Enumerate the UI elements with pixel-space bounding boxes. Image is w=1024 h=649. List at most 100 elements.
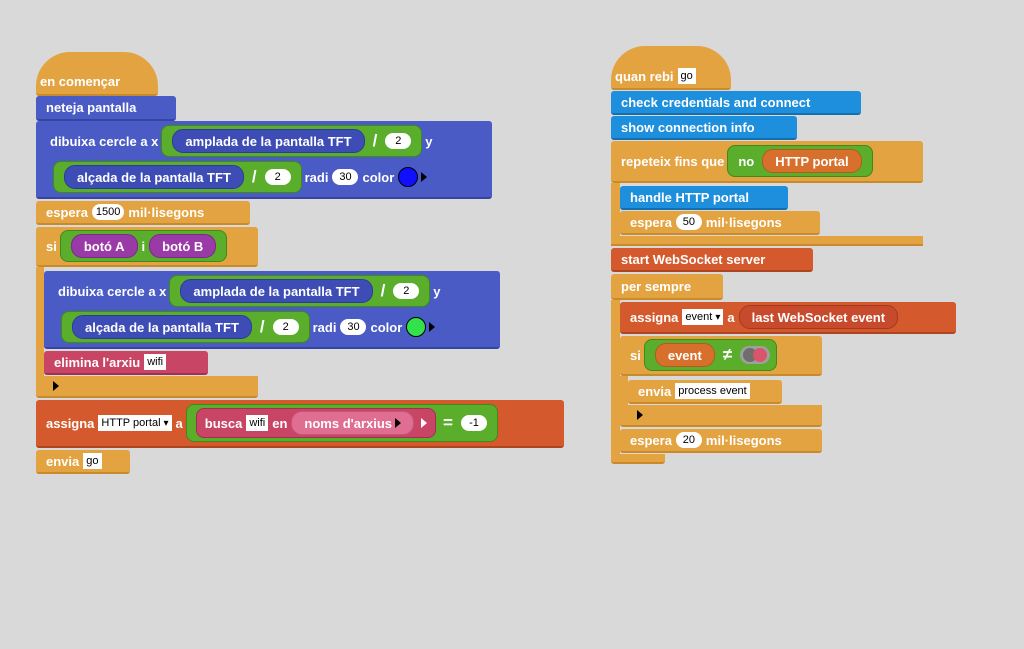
http-portal-variable[interactable]: HTTP portal xyxy=(762,149,862,173)
draw-circle-block-1[interactable]: dibuixa cercle a x amplada de la pantall… xyxy=(36,121,492,199)
divide-operator-x[interactable]: amplada de la pantalla TFT / 2 xyxy=(161,125,423,157)
clear-screen-block[interactable]: neteja pantalla xyxy=(36,96,176,121)
when-started-hat-block[interactable]: en començar xyxy=(36,52,158,96)
expand-arrow-icon[interactable] xyxy=(429,322,436,332)
compare-value-input[interactable]: -1 xyxy=(460,415,487,431)
divide-operator-y[interactable]: alçada de la pantalla TFT / 2 xyxy=(53,161,302,193)
equals-operator[interactable]: busca wifi en noms d'arxius = -1 xyxy=(185,404,498,442)
event-variable[interactable]: event xyxy=(654,343,715,367)
wait-input[interactable]: 20 xyxy=(675,432,702,448)
message-input[interactable]: go xyxy=(677,68,696,84)
if-event-block[interactable]: si event ≠ xyxy=(620,336,822,376)
wait-label: espera xyxy=(630,214,672,230)
if-event-bottom xyxy=(620,405,822,427)
message-input[interactable]: process event xyxy=(675,383,750,399)
tft-width-reporter[interactable]: amplada de la pantalla TFT xyxy=(172,129,365,153)
divide-sign: / xyxy=(251,167,257,186)
divide-operator-x[interactable]: amplada de la pantalla TFT / 2 xyxy=(169,275,431,307)
radius-input[interactable]: 30 xyxy=(332,169,359,185)
repeat-arm xyxy=(611,183,620,241)
tft-width-reporter[interactable]: amplada de la pantalla TFT xyxy=(180,279,373,303)
tft-height-reporter[interactable]: alçada de la pantalla TFT xyxy=(64,165,244,189)
wait-input[interactable]: 1500 xyxy=(91,204,125,220)
check-credentials-block[interactable]: check credentials and connect xyxy=(611,91,861,115)
divisor-input[interactable]: 2 xyxy=(393,283,420,299)
show-connection-info-block[interactable]: show connection info xyxy=(611,116,797,140)
start-websocket-block[interactable]: start WebSocket server xyxy=(611,248,813,272)
wait-unit: mil·lisegons xyxy=(705,214,782,230)
wait-block-2[interactable]: espera 20 mil·lisegons xyxy=(620,429,822,453)
file-names-reporter[interactable]: noms d'arxius xyxy=(291,411,415,435)
not-operator[interactable]: no HTTP portal xyxy=(727,145,873,177)
draw-circle-label: dibuixa cercle a x xyxy=(50,133,159,149)
if-label: si xyxy=(630,347,641,363)
color-swatch[interactable] xyxy=(398,167,419,187)
forever-label: per sempre xyxy=(621,278,692,294)
y-label: y xyxy=(433,283,441,299)
variable-dropdown[interactable]: HTTP portal xyxy=(98,415,172,431)
broadcast-process-event-block[interactable]: envia process event xyxy=(628,380,782,404)
and-operator[interactable]: botó A i botó B xyxy=(59,230,228,262)
expand-arrow-icon[interactable] xyxy=(421,418,428,428)
broadcast-block[interactable]: envia go xyxy=(36,450,130,474)
delete-file-label: elimina l'arxiu xyxy=(54,354,141,370)
assign-variable-block[interactable]: assigna HTTP portal a busca wifi en noms… xyxy=(36,400,564,448)
wait-input[interactable]: 50 xyxy=(675,214,702,230)
assign-event-block[interactable]: assigna event a last WebSocket event xyxy=(620,302,956,334)
wait-block-1[interactable]: espera 50 mil·lisegons xyxy=(620,211,820,235)
color-swatch[interactable] xyxy=(406,317,427,337)
repeat-bottom xyxy=(611,236,923,246)
check-credentials-label: check credentials and connect xyxy=(621,94,811,110)
divide-sign: / xyxy=(259,317,265,336)
divide-operator-y[interactable]: alçada de la pantalla TFT / 2 xyxy=(61,311,310,343)
start-websocket-label: start WebSocket server xyxy=(621,251,766,267)
radius-label: radi xyxy=(304,169,329,185)
wait-label: espera xyxy=(630,432,672,448)
search-term-input[interactable]: wifi xyxy=(246,415,269,431)
expand-arrow-icon[interactable] xyxy=(637,410,643,420)
not-equal-operator[interactable]: event ≠ xyxy=(643,339,778,371)
if-block[interactable]: si botó A i botó B xyxy=(36,227,258,267)
expand-arrow-icon[interactable] xyxy=(421,172,428,182)
wait-block[interactable]: espera 1500 mil·lisegons xyxy=(36,201,250,225)
variable-dropdown[interactable]: event xyxy=(682,309,724,325)
if-event-arm xyxy=(620,376,628,406)
file-name-input[interactable]: wifi xyxy=(144,354,167,370)
divide-sign: / xyxy=(380,281,386,300)
delete-file-block[interactable]: elimina l'arxiu wifi xyxy=(44,351,208,375)
handle-portal-label: handle HTTP portal xyxy=(630,189,749,205)
wait-unit: mil·lisegons xyxy=(128,204,205,220)
repeat-until-label: repeteix fins que xyxy=(621,153,725,169)
repeat-until-block[interactable]: repeteix fins que no HTTP portal xyxy=(611,141,923,183)
tft-height-reporter[interactable]: alçada de la pantalla TFT xyxy=(72,315,252,339)
when-received-hat-block[interactable]: quan rebi go xyxy=(611,46,731,90)
button-a-reporter[interactable]: botó A xyxy=(70,234,138,258)
divisor-input[interactable]: 2 xyxy=(385,133,412,149)
in-label: en xyxy=(272,415,288,431)
divisor-input[interactable]: 2 xyxy=(272,319,299,335)
assign-label: assigna xyxy=(46,415,95,431)
and-label: i xyxy=(141,238,146,254)
expand-arrow-icon[interactable] xyxy=(53,381,59,391)
y-label: y xyxy=(425,133,433,149)
color-label: color xyxy=(362,169,395,185)
divide-sign: / xyxy=(372,131,378,150)
message-input[interactable]: go xyxy=(83,453,102,469)
button-b-reporter[interactable]: botó B xyxy=(149,234,217,258)
expand-arrow-icon[interactable] xyxy=(395,418,402,428)
radius-input[interactable]: 30 xyxy=(340,319,367,335)
last-websocket-event-reporter[interactable]: last WebSocket event xyxy=(738,305,899,329)
divisor-input[interactable]: 2 xyxy=(264,169,291,185)
find-in-list-reporter[interactable]: busca wifi en noms d'arxius xyxy=(195,408,437,438)
broadcast-label: envia xyxy=(46,453,80,469)
to-label: a xyxy=(727,309,735,325)
handle-http-portal-block[interactable]: handle HTTP portal xyxy=(620,186,788,210)
hat-label: quan rebi xyxy=(615,69,674,84)
draw-circle-block-2[interactable]: dibuixa cercle a x amplada de la pantall… xyxy=(44,271,500,349)
show-connection-label: show connection info xyxy=(621,119,755,135)
not-equal-sign: ≠ xyxy=(722,345,733,364)
forever-block[interactable]: per sempre xyxy=(611,274,723,300)
boolean-toggle[interactable] xyxy=(740,346,771,364)
clear-screen-label: neteja pantalla xyxy=(46,100,137,115)
if-label: si xyxy=(46,238,57,254)
